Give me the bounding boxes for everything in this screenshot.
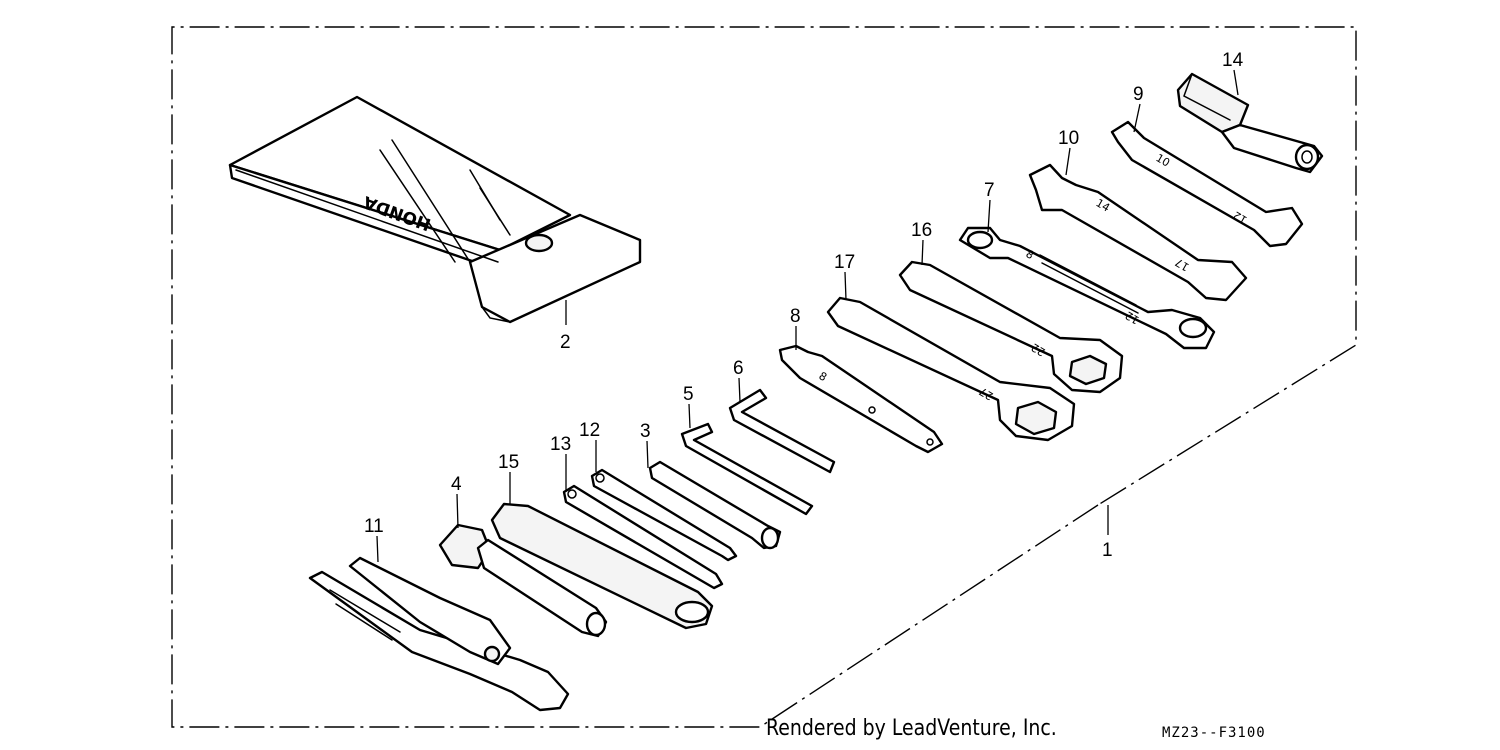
assembly-frame (171, 26, 1357, 728)
callout-7: 7 (984, 180, 995, 201)
w10-size-b: 17 (1173, 255, 1192, 273)
part-7-box-wrench-8x12[interactable]: 8 12 (958, 226, 1216, 350)
part-17-box-wrench-27[interactable]: 27 (826, 296, 1076, 442)
callout-12: 12 (579, 420, 600, 441)
part-15-handle[interactable] (490, 502, 714, 630)
part-12-screwdriver-bit[interactable] (590, 468, 738, 562)
callout-15: 15 (498, 452, 519, 473)
part-16-box-wrench-22[interactable]: 22 (898, 260, 1124, 394)
callout-10: 10 (1058, 128, 1079, 149)
callout-3: 3 (640, 421, 651, 442)
part-8-spanner[interactable]: 8 (778, 344, 944, 454)
w17-size: 27 (977, 384, 996, 402)
callout-1: 1 (1102, 540, 1113, 561)
w10-size-a: 14 (1094, 196, 1113, 214)
callout-16: 16 (911, 220, 932, 241)
w7-size-b: 12 (1123, 308, 1142, 326)
callout-14: 14 (1222, 50, 1244, 71)
w9-size-a: 10 (1154, 151, 1173, 169)
callout-13: 13 (550, 434, 571, 455)
callout-9: 9 (1133, 84, 1144, 105)
w9-size-b: 12 (1231, 208, 1250, 226)
callout-5: 5 (683, 384, 694, 405)
part-9-wrench-10x12[interactable]: 10 12 (1110, 120, 1304, 248)
rendered-by-text: Rendered by LeadVenture, Inc. (766, 716, 1057, 741)
callout-4: 4 (451, 474, 462, 495)
part-3-screwdriver-handle[interactable] (648, 460, 782, 550)
diagram-code: MZ23--F3100 (1162, 725, 1266, 741)
part-5-hex-key-small[interactable] (680, 422, 814, 516)
part-6-hex-key-large[interactable] (728, 388, 836, 474)
leader-lines (376, 69, 1239, 563)
part-14-socket[interactable] (1176, 72, 1324, 174)
callout-2: 2 (560, 332, 571, 353)
callout-6: 6 (733, 358, 744, 379)
callout-numbers: 14 9 10 7 16 17 8 6 5 3 12 13 15 4 11 2 … (364, 50, 1244, 561)
w16-size: 22 (1029, 340, 1048, 358)
part-11-pliers[interactable] (308, 556, 570, 712)
callout-11: 11 (364, 516, 384, 537)
callout-8: 8 (790, 306, 801, 327)
part-13-screwdriver-bit[interactable] (562, 484, 724, 590)
callout-17: 17 (834, 252, 855, 273)
part-4-socket-wrench[interactable] (438, 523, 608, 638)
part-10-wrench-14x17[interactable]: 14 17 (1028, 163, 1248, 302)
part-2-tool-bag[interactable]: HONDA (228, 95, 642, 324)
